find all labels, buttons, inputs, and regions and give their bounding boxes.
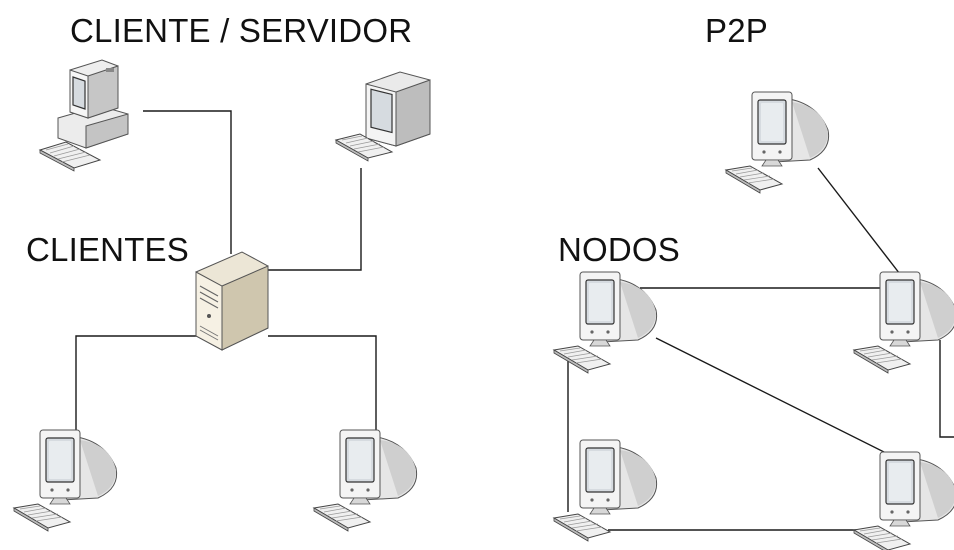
crt-monitor-icon: [335, 71, 431, 162]
desktop-computer-icon: [39, 59, 129, 172]
crt-monitor-icon: [553, 439, 658, 542]
link-left-node-bottom-right-node: [655, 337, 901, 461]
server-tower-icon: [195, 251, 269, 351]
link-bottomright-server: [268, 335, 377, 440]
client-server-links: [75, 110, 377, 440]
p2p-links: [567, 167, 954, 531]
link-desktop-server: [143, 110, 232, 254]
link-bottomleft-server: [75, 335, 200, 440]
nodes-label: NODOS: [558, 231, 681, 268]
crt-monitor-icon: [853, 451, 954, 550]
link-right-node-edge: [939, 340, 954, 438]
link-topright-server: [262, 168, 362, 271]
crt-monitor-icon: [313, 429, 418, 532]
crt-monitor-icon: [853, 271, 954, 374]
p2p-title: P2P: [705, 12, 768, 49]
crt-monitor-icon: [553, 271, 658, 374]
client-server-title: CLIENTE / SERVIDOR: [70, 12, 413, 49]
crt-monitor-icon: [13, 429, 118, 532]
crt-monitor-icon: [725, 91, 830, 194]
clients-label: CLIENTES: [26, 231, 189, 268]
